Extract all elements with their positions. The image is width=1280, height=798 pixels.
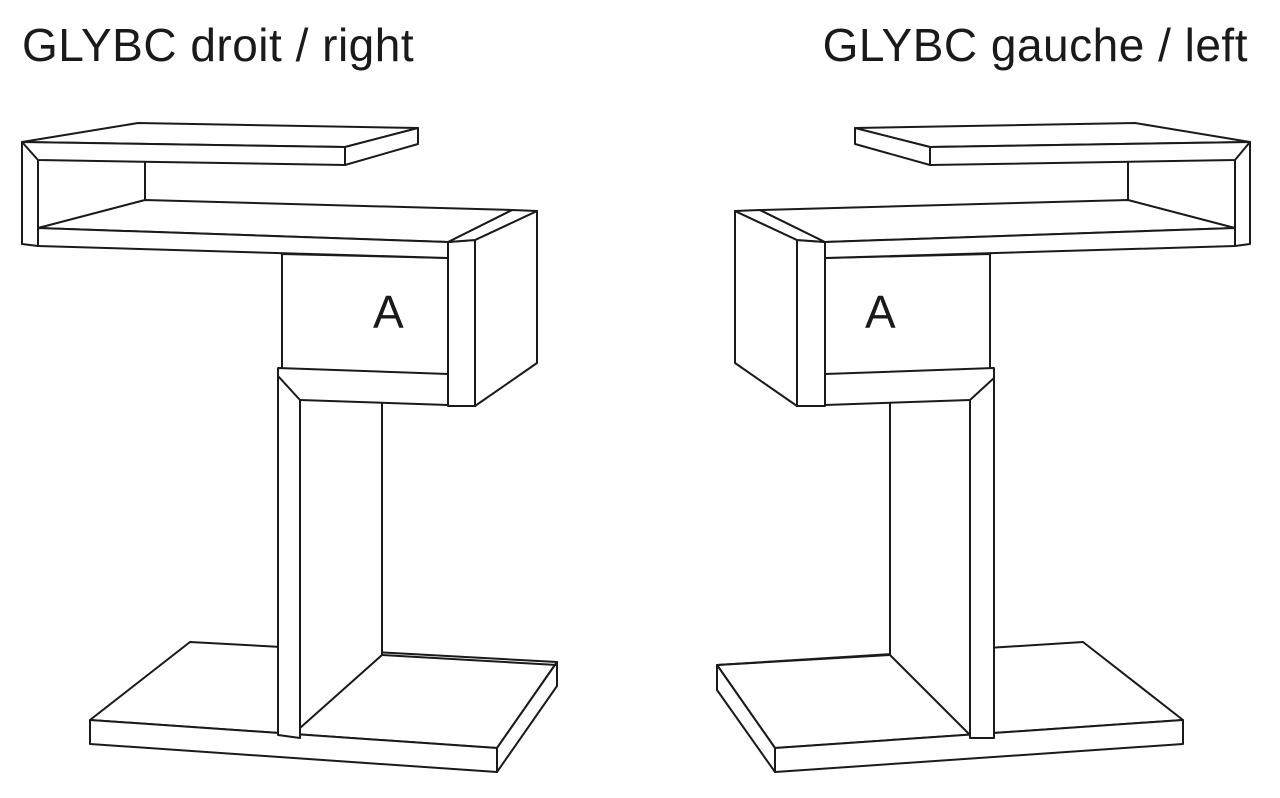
drawer-box-left-variant: A xyxy=(734,209,995,407)
lower-shelf-right-variant xyxy=(37,199,513,259)
lower-shelf-left-variant xyxy=(759,199,1236,259)
top-shelf-left-variant xyxy=(854,122,1251,166)
top-shelf-right-variant xyxy=(21,122,419,166)
drawer-box-right-variant: A xyxy=(277,209,538,407)
support-panel-right-variant xyxy=(277,371,558,739)
drawer-label-a-left: A xyxy=(865,286,896,338)
table-left-variant: A xyxy=(716,122,1251,773)
drawer-label-a-right: A xyxy=(373,286,404,338)
table-right-variant: A xyxy=(21,122,558,773)
title-left-variant: GLYBC gauche / left xyxy=(822,19,1248,71)
title-right-variant: GLYBC droit / right xyxy=(22,19,415,71)
